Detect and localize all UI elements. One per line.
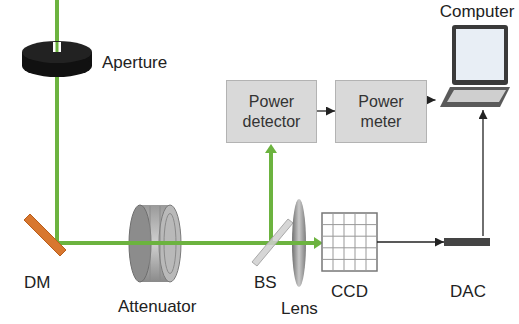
ccd-sensor [322, 213, 377, 271]
node-text: CCD [331, 282, 368, 302]
laptop-icon [440, 25, 510, 107]
mirror-symbol [24, 214, 66, 256]
signal-arrow [427, 99, 436, 100]
laser-beam [57, 0, 316, 243]
signal-arrow [317, 110, 335, 111]
node-text: Power meter [336, 92, 426, 130]
laser-beam [120, 241, 190, 245]
laser-beam [291, 241, 307, 245]
instrument-box: Power detector [226, 80, 317, 143]
node-text: Power detector [227, 92, 316, 130]
node-text: Computer [440, 2, 515, 22]
part-label: Aperture [102, 53, 167, 73]
laser-beam [269, 152, 273, 243]
dac-node: DAC [444, 236, 492, 302]
beam-arrowhead [265, 144, 277, 153]
computer-node: Computer [436, 2, 519, 110]
part-label: DM [24, 273, 50, 293]
ccd-node: CCD [322, 213, 377, 302]
part-label: Lens [281, 299, 318, 319]
lens-symbol [292, 199, 306, 287]
beam-splitter-symbol [252, 219, 293, 266]
part-label: BS [254, 273, 277, 293]
signal-arrow [377, 241, 444, 242]
signal-arrow [482, 110, 483, 236]
dac-module [444, 238, 490, 246]
part-label: Attenuator [118, 297, 196, 317]
aperture-symbol [22, 41, 92, 77]
instrument-box: Power meter [335, 80, 427, 143]
node-text: DAC [450, 282, 486, 302]
